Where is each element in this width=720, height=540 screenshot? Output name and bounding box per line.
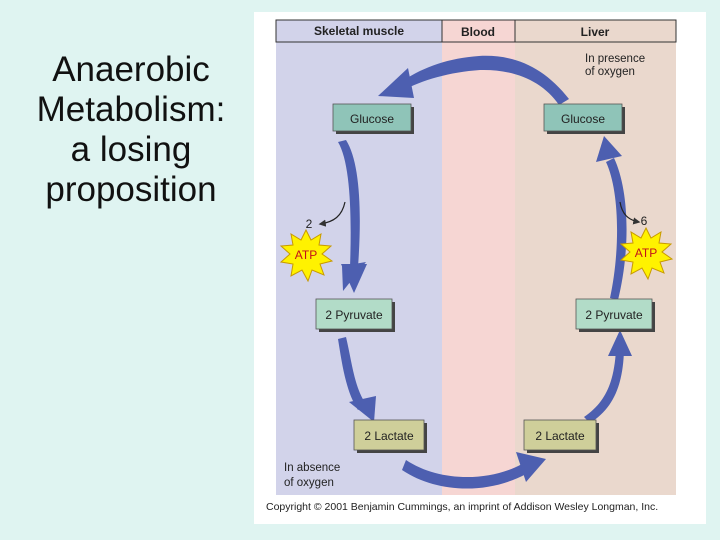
muscle-glucose-label: Glucose (350, 112, 394, 126)
muscle-atp-starburst (279, 228, 334, 283)
top-arc-arrowhead (378, 68, 414, 98)
muscle-atp-count: 2 (306, 217, 313, 231)
header-blood: Blood (461, 25, 495, 39)
liver-glucose-arrowhead (596, 136, 622, 162)
bottom-arc-arrow-body (402, 460, 526, 489)
copyright-notice: Copyright © 2001 Benjamin Cummings, an i… (266, 501, 659, 513)
slide-title-line-2: Metabolism: (36, 90, 226, 129)
cori-cycle-diagram: Skeletal muscle Blood Liver Glucose Gluc (275, 19, 677, 495)
liver-oxygen-note-line-1: In presence (585, 53, 645, 65)
blood-header-fill (442, 20, 515, 42)
liver-pyruvate-box (575, 298, 653, 330)
liver-glucose-box (543, 103, 623, 132)
header-skeletal-muscle: Skeletal muscle (314, 24, 404, 38)
muscle-pyruvate-label: 2 Pyruvate (325, 308, 383, 322)
liver-lactate-to-pyruvate-arrow (584, 350, 624, 423)
slide-title-line-4: proposition (45, 170, 217, 209)
liver-pyruvate-label: 2 Pyruvate (585, 308, 643, 322)
muscle-atp-label: ATP (295, 248, 317, 262)
cori-cycle-figure: Skeletal muscle Blood Liver Glucose Gluc (254, 12, 706, 524)
bottom-arc-arrowhead (516, 452, 546, 482)
liver-oxygen-note-line-2: of oxygen (585, 66, 635, 78)
slide-title: Anaerobic Metabolism: a losing propositi… (0, 50, 262, 210)
muscle-glucose-box (332, 103, 412, 132)
blood-region (442, 20, 515, 495)
muscle-oxygen-note-line-2: of oxygen (284, 477, 334, 489)
muscle-atp-pointer (318, 201, 346, 227)
slide-title-line-3: a losing (70, 130, 192, 169)
muscle-glucose-to-pyruvate-arrow (338, 140, 360, 267)
liver-atp-pointer (619, 201, 641, 225)
liver-atp-label: ATP (635, 246, 657, 260)
liver-glucose-label: Glucose (561, 112, 605, 126)
top-arc-arrow-body (402, 55, 569, 105)
muscle-header-fill (276, 20, 442, 42)
liver-atp-count: 6 (641, 214, 648, 228)
muscle-pyruvate-box (315, 298, 393, 330)
liver-lactate-label: 2 Lactate (535, 429, 585, 443)
muscle-lactate-arrowhead (349, 396, 376, 422)
muscle-pyruvate-arrowhead-tip (341, 264, 367, 293)
liver-pyruvate-arrowhead (608, 330, 632, 356)
muscle-lactate-label: 2 Lactate (364, 429, 414, 443)
liver-header-fill (515, 20, 676, 42)
liver-atp-starburst (619, 226, 674, 281)
header-border (275, 19, 677, 43)
slide-title-line-1: Anaerobic (52, 50, 210, 89)
liver-pyruvate-to-glucose-arrow (606, 158, 627, 300)
muscle-oxygen-note-line-1: In absence (284, 462, 340, 474)
liver-lactate-box (523, 419, 597, 451)
header-liver: Liver (581, 25, 610, 39)
muscle-pyruvate-to-lactate-arrow (338, 337, 366, 410)
muscle-lactate-box (353, 419, 425, 451)
